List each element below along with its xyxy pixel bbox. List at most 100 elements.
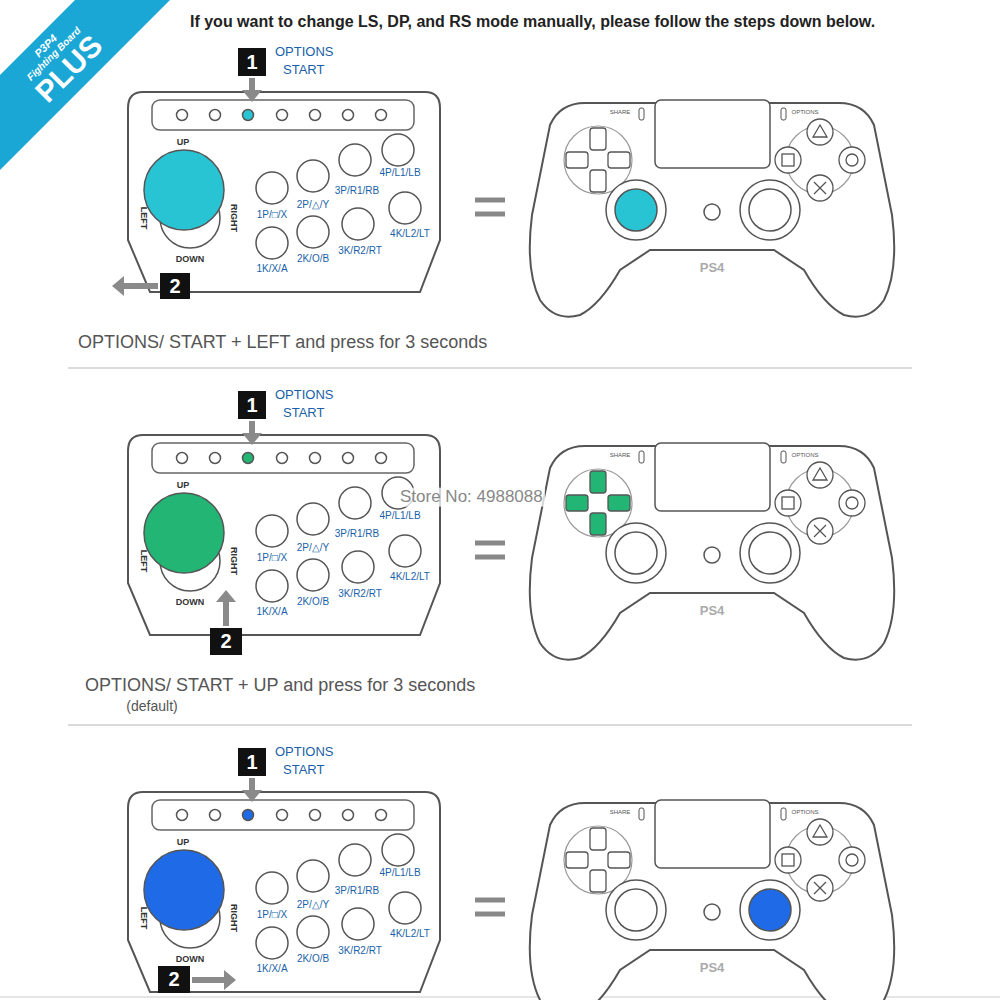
action-button — [297, 503, 329, 535]
callout-number: 1 — [246, 752, 257, 773]
function-button — [277, 110, 288, 121]
face-button — [807, 518, 833, 544]
action-button — [297, 160, 329, 192]
action-button — [256, 515, 288, 547]
face-button — [775, 490, 801, 516]
function-button — [376, 810, 387, 821]
analog-stick — [615, 889, 657, 931]
watermark: Store No: 4988088 — [398, 488, 545, 507]
analog-stick-base — [740, 880, 800, 940]
part-label: PS4 — [700, 961, 725, 975]
ps-button — [704, 904, 720, 920]
equals-sign — [475, 198, 505, 203]
function-button — [343, 110, 354, 121]
face-button — [807, 875, 833, 901]
part-label: RIGHT — [228, 904, 238, 932]
part-label: 4P/L1/LB — [379, 867, 420, 878]
separator-line — [68, 724, 912, 726]
face-button — [839, 147, 865, 173]
function-button-strip — [152, 800, 414, 830]
part-label: 4K/L2/LT — [390, 571, 430, 582]
action-button — [339, 487, 371, 519]
function-button-strip — [152, 100, 414, 130]
callout-number: 2 — [220, 631, 231, 652]
dpad-key — [590, 828, 606, 850]
part-label: 3P/R1/RB — [335, 885, 379, 896]
share-button — [639, 451, 644, 463]
part-label: LEFT — [138, 550, 148, 573]
callout-number: 2 — [169, 276, 180, 297]
part-label: UP — [177, 481, 190, 491]
pointer-arrowhead — [242, 790, 262, 802]
options-button — [781, 451, 786, 463]
part-label: START — [283, 63, 324, 77]
function-button — [376, 110, 387, 121]
action-button — [297, 916, 329, 948]
part-label: OPTIONS — [275, 45, 334, 59]
function-button — [343, 810, 354, 821]
joystick-ball — [144, 850, 224, 930]
action-button — [382, 134, 414, 166]
action-button — [342, 908, 374, 940]
part-label: UP — [177, 138, 190, 148]
action-button — [256, 872, 288, 904]
analog-stick-base — [606, 523, 666, 583]
part-label: 3P/R1/RB — [335, 528, 379, 539]
part-label: OPTIONS — [275, 745, 334, 759]
share-button — [639, 108, 644, 120]
function-button — [177, 453, 188, 464]
controller-label: OPTIONS — [791, 109, 818, 116]
controller-label: OPTIONS — [791, 809, 818, 816]
action-button — [256, 570, 288, 602]
action-button — [382, 834, 414, 866]
instruction-caption: OPTIONS/ START + UP and press for 3 seco… — [85, 676, 475, 696]
part-label: 4K/L2/LT — [390, 928, 430, 939]
part-label: START — [283, 406, 324, 420]
part-label: 2K/O/B — [297, 953, 329, 964]
part-label: 2P/△/Y — [297, 199, 329, 210]
pointer-arrowhead — [242, 433, 262, 445]
dpad-key — [566, 152, 588, 168]
dpad-key — [590, 128, 606, 150]
function-button-strip — [152, 443, 414, 473]
pointer-arrow — [223, 602, 229, 626]
action-button — [339, 144, 371, 176]
dpad-key — [590, 513, 606, 535]
dpad-key — [608, 495, 630, 511]
part-label: 1P/□/X — [257, 209, 288, 220]
dpad-key — [590, 170, 606, 192]
function-button — [177, 810, 188, 821]
function-button — [177, 110, 188, 121]
part-label: 1K/X/A — [256, 606, 287, 617]
circle-symbol — [846, 154, 858, 166]
callout-number: 1 — [246, 395, 257, 416]
face-button — [839, 847, 865, 873]
pointer-arrow — [249, 778, 255, 790]
ps-button — [704, 204, 720, 220]
part-label: DOWN — [176, 598, 205, 608]
callout-number: 2 — [168, 969, 179, 990]
analog-stick-base — [606, 180, 666, 240]
instruction-caption: OPTIONS/ START + LEFT and press for 3 se… — [78, 333, 487, 353]
dpad-key — [566, 852, 588, 868]
part-label: 2K/O/B — [297, 596, 329, 607]
dpad-key — [590, 471, 606, 493]
controller-label: SHARE — [610, 809, 631, 816]
action-button — [389, 535, 421, 567]
action-button — [389, 192, 421, 224]
part-label: 4P/L1/LB — [379, 167, 420, 178]
analog-stick-base — [606, 880, 666, 940]
part-label: 3K/R2/RT — [338, 245, 382, 256]
action-button — [256, 227, 288, 259]
part-label: 2P/△/Y — [297, 542, 329, 553]
touchpad — [655, 100, 770, 168]
face-button — [807, 462, 833, 488]
part-label: LEFT — [138, 907, 148, 930]
dpad-key — [566, 495, 588, 511]
part-label: 1P/□/X — [257, 552, 288, 563]
separator-line — [68, 367, 912, 369]
options-button — [243, 810, 254, 821]
equals-sign — [475, 212, 505, 217]
ps-button — [704, 547, 720, 563]
part-label: DOWN — [176, 255, 205, 265]
